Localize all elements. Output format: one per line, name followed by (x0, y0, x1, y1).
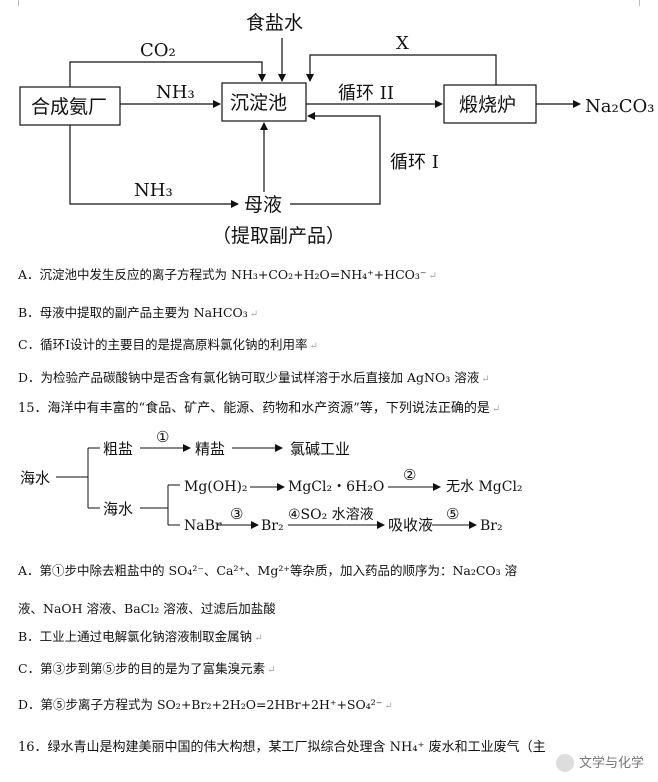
settling-tank-box (221, 82, 307, 122)
x-label: X (396, 33, 409, 54)
step4-label: ④SO₂ 水溶液 (288, 507, 374, 523)
cycle1-arrow (290, 112, 381, 205)
product-label: Na₂CO₃ (585, 96, 654, 117)
q14-option-b: B．母液中提取的副产品主要为 NaHCO₃↵ (18, 305, 259, 320)
watermark: 文学与化学 (555, 752, 644, 772)
crop-mark-top-right (639, 0, 650, 6)
chlor-alkali-label: 氯碱工业 (290, 440, 350, 458)
q15-option-d: D．第⑤步离子方程式为 SO₂+Br₂+2H₂O=2HBr+2H⁺+SO₄²⁻↵ (18, 697, 393, 712)
nh3-bottom-label: NH₃ (134, 180, 173, 201)
q14-option-d: D．为检验产品碳酸钠中是否含有氯化钠可取少量试样溶于水后直接加 AgNO₃ 溶液… (18, 370, 490, 385)
refined-salt-label: 精盐 (195, 440, 225, 458)
mother-liquor-label: 母液 (244, 194, 282, 216)
step1-label: ① (156, 428, 169, 446)
byproduct-label: （提取副产品） (212, 225, 345, 247)
q15-option-c: C．第③步到第⑤步的目的是为了富集溴元素↵ (18, 661, 276, 676)
co2-label: CO₂ (140, 40, 176, 61)
step2-label: ② (403, 466, 416, 484)
step3-label: ③ (230, 505, 243, 523)
q15-option-b: B．工业上通过电解氯化钠溶液制取金属钠↵ (18, 629, 263, 644)
seawater2-label: 海水 (103, 500, 133, 518)
mgcl2-hydrate-label: MgCl₂・6H₂O (288, 479, 384, 495)
ammonia-plant-label: 合成氨厂 (31, 96, 107, 118)
soda-process-diagram: 食盐水 CO₂ X 合成氨厂 NH₃ 沉淀池 循环 II 煅烧炉 Na₂CO₃ … (19, 12, 654, 247)
seawater-label: 海水 (20, 469, 50, 487)
q15-stem: 15．海洋中有丰富的“食品、矿产、能源、药物和水产资源”等，下列说法正确的是↵ (18, 401, 501, 416)
nabr-label: NaBr (184, 518, 222, 534)
q15-option-a-line2: 液、NaOH 溶液、BaCl₂ 溶液、过滤后加盐酸 (18, 601, 276, 616)
br2-a-label: Br₂ (261, 518, 284, 534)
q15-option-a-line1: A．第①步中除去粗盐中的 SO₄²⁻、Ca²⁺、Mg²⁺等杂质，加入药品的顺序为… (18, 563, 518, 578)
settling-tank-label: 沉淀池 (230, 92, 287, 114)
co2-arrow (69, 61, 266, 87)
q14-option-c: C．循环I设计的主要目的是提高原料氯化钠的利用率↵ (18, 337, 318, 352)
furnace-label: 煅烧炉 (459, 94, 516, 116)
q14-option-a: A．沉淀池中发生反应的离子方程式为 NH₃+CO₂+H₂O=NH₄⁺+HCO₃⁻… (18, 267, 437, 282)
nh3-top-label: NH₃ (156, 82, 195, 103)
crude-salt-label: 粗盐 (103, 440, 133, 458)
nh3-bottom-arrow (69, 125, 239, 208)
wechat-logo-icon (555, 754, 574, 772)
mgoh2-label: Mg(OH)₂ (184, 479, 248, 495)
crop-mark-top-left (8, 0, 19, 6)
anhydrous-mgcl2-label: 无水 MgCl₂ (446, 479, 523, 495)
br2-b-label: Br₂ (480, 518, 503, 534)
absorb-label: 吸收液 (388, 516, 433, 534)
brine-label: 食盐水 (246, 12, 303, 34)
cycle2-label: 循环 II (338, 83, 394, 104)
step5-label: ⑤ (446, 505, 459, 523)
cycle1-label: 循环 I (390, 152, 439, 173)
x-recycle-arrow (306, 54, 497, 85)
q16-stem: 16．绿水青山是构建美丽中国的伟大构想，某工厂拟综合处理含 NH₄⁺ 废水和工业… (18, 740, 546, 755)
seawater-resources-diagram: 海水 粗盐 ① 精盐 氯碱工业 海水 Mg(OH)₂ MgCl₂・6H₂O ② … (20, 428, 523, 534)
